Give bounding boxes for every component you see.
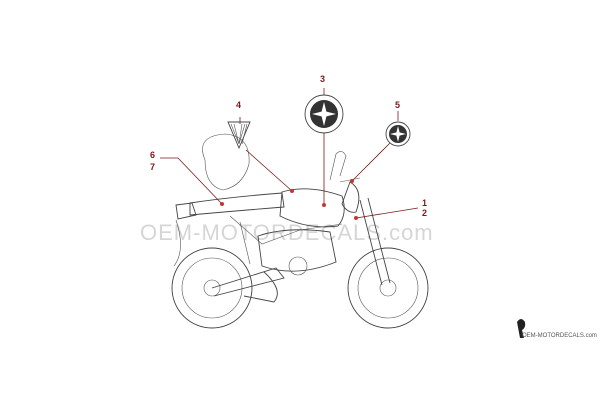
seat xyxy=(189,192,285,216)
watermark-text: OEM-MOTORDECALS.com xyxy=(140,220,434,245)
motorcycle-drawing xyxy=(171,133,429,329)
marker-4 xyxy=(290,189,294,193)
callout-4: 4 xyxy=(236,100,241,110)
brand-helmet-icon xyxy=(517,319,526,338)
callout-1: 1 xyxy=(422,198,427,208)
decal-5-emblem xyxy=(385,121,411,147)
marker-6-7 xyxy=(220,202,224,206)
callout-3: 3 xyxy=(320,74,325,84)
callout-6: 6 xyxy=(150,150,155,160)
rear-wheel xyxy=(171,247,253,329)
callout-2: 2 xyxy=(422,208,427,218)
front-wheel xyxy=(347,247,429,329)
brand-footer-text: OEM-MOTORDECALS.com xyxy=(522,333,597,339)
decal-5-circle xyxy=(385,121,411,147)
fuel-tank xyxy=(279,188,345,228)
callout-7: 7 xyxy=(150,162,155,172)
callout-5: 5 xyxy=(395,100,400,110)
marker-5 xyxy=(350,179,354,183)
marker-3 xyxy=(322,203,326,207)
marker-1-2 xyxy=(354,216,358,220)
decal-4-emblem xyxy=(227,121,251,150)
decal-3-emblem xyxy=(304,94,344,134)
